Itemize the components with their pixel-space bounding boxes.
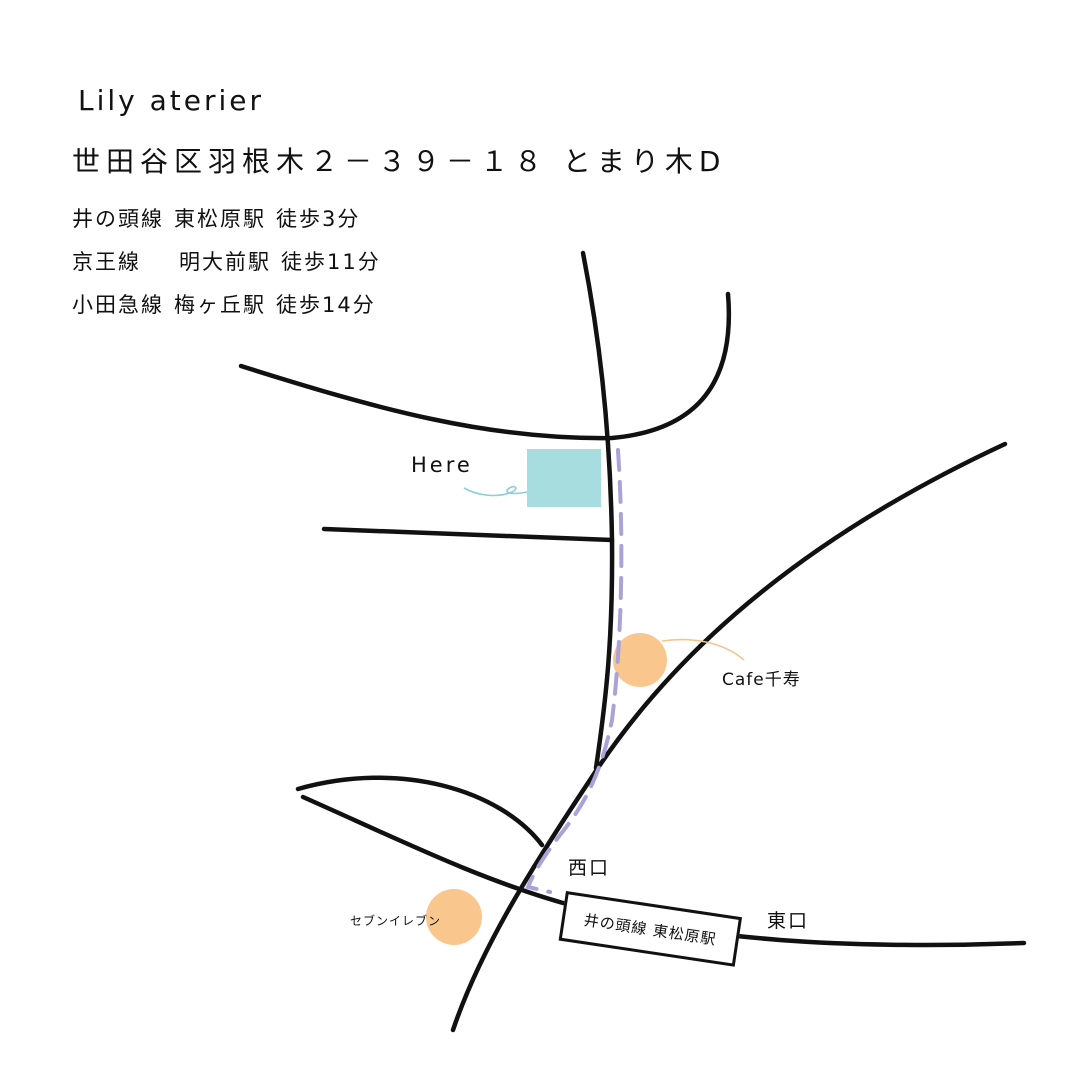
here-leader-line: [463, 485, 528, 497]
road-west-arc: [295, 775, 545, 848]
access-station: 東松原駅: [174, 207, 266, 231]
seven-eleven-label: セブンイレブン: [350, 914, 442, 928]
west-exit-label: 西口: [568, 857, 611, 879]
access-line: 小田急線: [72, 293, 164, 317]
here-label: Here: [411, 453, 473, 477]
cafe-label: Cafe千寿: [722, 670, 801, 690]
access-station: 梅ヶ丘駅: [174, 293, 266, 317]
east-exit-label: 東口: [767, 910, 810, 932]
walking-route: [525, 448, 624, 894]
road-north-south: [580, 250, 615, 771]
station-label: 井の頭線 東松原駅: [582, 910, 718, 949]
access-time: 徒歩3分: [276, 207, 361, 231]
access-line: 井の頭線: [72, 207, 164, 231]
cafe-leader-line: [661, 638, 745, 661]
access-time: 徒歩11分: [281, 250, 381, 274]
cafe-marker: [613, 633, 667, 687]
road-side-street: [321, 526, 615, 543]
access-row-odakyu: 小田急線梅ヶ丘駅徒歩14分: [72, 289, 376, 319]
access-line: 京王線: [72, 250, 141, 274]
access-row-inokashira: 井の頭線東松原駅徒歩3分: [72, 203, 360, 233]
access-station: 明大前駅: [179, 250, 271, 274]
shop-name: Lily aterier: [78, 84, 265, 117]
access-time: 徒歩14分: [276, 293, 376, 317]
shop-address: 世田谷区羽根木２－３９－１８ とまり木D: [72, 145, 727, 178]
seven-eleven-marker: [426, 889, 482, 945]
road-diagonal-main: [450, 441, 1008, 1033]
destination-marker: [527, 449, 601, 507]
access-row-keio: 京王線 明大前駅徒歩11分: [72, 246, 381, 276]
road-north-curve: [238, 291, 732, 441]
